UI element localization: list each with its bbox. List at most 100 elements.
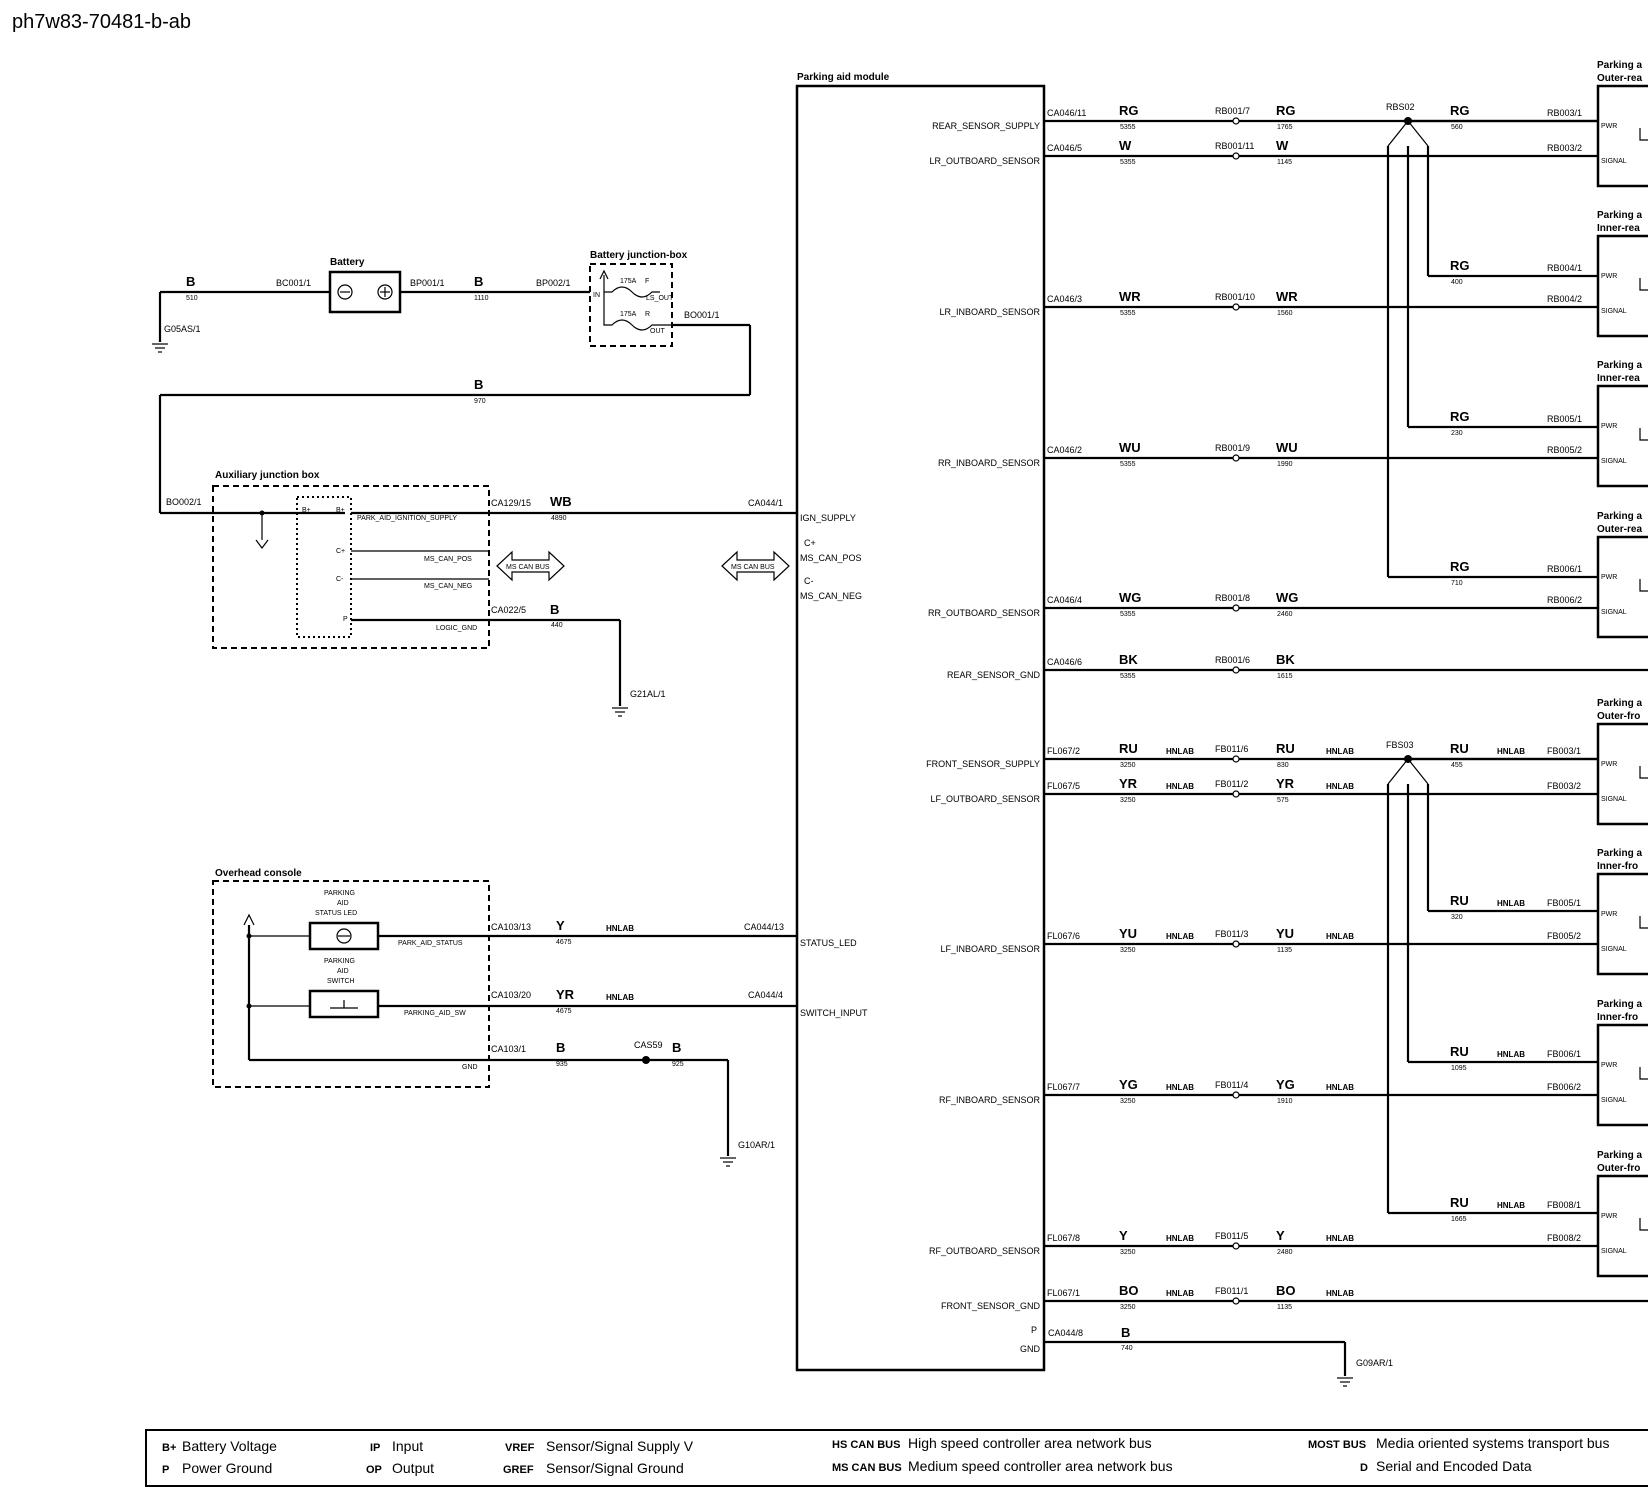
sensor-pin: RB005/2	[1547, 445, 1582, 455]
pam-pin: CA046/4	[1047, 595, 1082, 605]
pam-pin: CA046/3	[1047, 294, 1082, 304]
wire-color: RG	[1450, 103, 1470, 118]
wire-size: 1765	[1277, 124, 1293, 131]
svg-text:BP002/1: BP002/1	[536, 278, 571, 288]
signal-pin-label: SIGNAL	[1601, 308, 1627, 315]
wire-color: WR	[1119, 289, 1141, 304]
sensor-title: Outer-rea	[1597, 524, 1642, 535]
svg-text:B: B	[672, 1040, 681, 1055]
svg-text:MS CAN BUS: MS CAN BUS	[506, 564, 550, 571]
svg-text:F: F	[645, 278, 649, 285]
svg-text:SWITCH: SWITCH	[327, 978, 355, 985]
inline-connector: FB011/6	[1215, 744, 1248, 754]
svg-text:CA103/1: CA103/1	[491, 1044, 526, 1054]
sensor-pin: RB006/1	[1547, 564, 1582, 574]
legend-text: Medium speed controller area network bus	[908, 1458, 1173, 1474]
svg-text:B: B	[474, 274, 483, 289]
pam-signal-label: RR_OUTBOARD_SENSOR	[928, 608, 1041, 618]
wire-size: 1910	[1277, 1098, 1293, 1105]
inline-connector-symbol	[1232, 1297, 1240, 1305]
sensor-title: Inner-fro	[1597, 1012, 1638, 1023]
svg-text:B+: B+	[302, 507, 311, 514]
battery-label: Battery	[330, 257, 365, 268]
legend-key: D	[1360, 1462, 1368, 1474]
svg-text:PARKING_AID_SW: PARKING_AID_SW	[404, 1010, 466, 1017]
ground-icon	[720, 1157, 736, 1167]
pwr-pin-label: PWR	[1601, 1213, 1617, 1220]
svg-text:MS_CAN_POS: MS_CAN_POS	[424, 556, 472, 563]
svg-text:MS CAN BUS: MS CAN BUS	[731, 564, 775, 571]
svg-text:PARK_AID_STATUS: PARK_AID_STATUS	[398, 940, 463, 947]
inline-connector-symbol	[1232, 755, 1240, 763]
svg-text:LS_OUT: LS_OUT	[646, 295, 674, 302]
inline-connector: RB001/9	[1215, 443, 1250, 453]
wire-color: RG	[1450, 559, 1470, 574]
svg-text:4675: 4675	[556, 1008, 572, 1015]
legend-text: High speed controller area network bus	[908, 1435, 1152, 1451]
svg-text:MS_CAN_NEG: MS_CAN_NEG	[424, 583, 472, 590]
inline-connector-symbol	[1232, 152, 1240, 160]
inline-connector: RB001/11	[1215, 141, 1254, 151]
svg-text:CA103/20: CA103/20	[491, 990, 531, 1000]
wire-size: 1095	[1451, 1065, 1467, 1072]
svg-text:CAS59: CAS59	[634, 1040, 663, 1050]
sensor-icon	[1639, 1218, 1648, 1231]
wire-size: 830	[1277, 762, 1289, 769]
signal-pin-label: SIGNAL	[1601, 1248, 1627, 1255]
pam-signal-label: FRONT_SENSOR_GND	[941, 1301, 1041, 1311]
svg-text:G10AR/1: G10AR/1	[738, 1140, 775, 1150]
inline-connector: FB011/2	[1215, 779, 1248, 789]
wire-size: 1615	[1277, 673, 1293, 680]
wire-color: BO	[1119, 1283, 1139, 1298]
svg-text:IN: IN	[593, 292, 600, 299]
auxiliary-junction-box	[212, 485, 490, 649]
inline-connector: RB001/10	[1215, 292, 1255, 302]
splice-label: RBS02	[1386, 102, 1415, 112]
wire-size: 320	[1451, 914, 1463, 921]
pam-signal-label: LF_INBOARD_SENSOR	[940, 944, 1040, 954]
pwr-pin-label: PWR	[1601, 1062, 1617, 1069]
svg-text:CA103/13: CA103/13	[491, 922, 531, 932]
svg-text:HNLAB: HNLAB	[606, 924, 634, 933]
hnlab-label: HNLAB	[1166, 1083, 1194, 1092]
signal-pin-label: SIGNAL	[1601, 158, 1627, 165]
svg-text:CA044/8: CA044/8	[1048, 1328, 1083, 1338]
sensor-title: Parking a	[1597, 698, 1642, 709]
sensor-title: Outer-fro	[1597, 1163, 1640, 1174]
wire-size: 560	[1451, 124, 1463, 131]
pam-pin: FL067/5	[1047, 781, 1080, 791]
sensor-title: Outer-rea	[1597, 73, 1642, 84]
svg-text:B: B	[550, 602, 559, 617]
inline-connector-symbol	[1232, 790, 1240, 798]
svg-text:BO001/1: BO001/1	[684, 310, 720, 320]
wire-color: RU	[1450, 1044, 1469, 1059]
hnlab-label: HNLAB	[1166, 747, 1194, 756]
wire-size: 3250	[1120, 1249, 1136, 1256]
pwr-pin-label: PWR	[1601, 911, 1617, 918]
hnlab-label: HNLAB	[1166, 932, 1194, 941]
inline-connector: RB001/6	[1215, 655, 1250, 665]
legend-text: Sensor/Signal Ground	[546, 1460, 684, 1476]
svg-text:175A: 175A	[620, 311, 637, 318]
wire-color: YR	[1276, 776, 1295, 791]
svg-text:G09AR/1: G09AR/1	[1356, 1358, 1393, 1368]
sensor-title: Inner-fro	[1597, 861, 1638, 872]
wire-size: 710	[1451, 580, 1463, 587]
hnlab-label: HNLAB	[1326, 1234, 1354, 1243]
wire-size: 1145	[1277, 159, 1292, 166]
inline-connector-symbol	[1232, 117, 1240, 125]
legend-frame	[145, 1429, 1648, 1487]
legend-key: P	[162, 1464, 169, 1476]
svg-text:440: 440	[551, 622, 563, 629]
sensor-title: Parking a	[1597, 999, 1642, 1010]
pam-pin: FL067/7	[1047, 1082, 1080, 1092]
